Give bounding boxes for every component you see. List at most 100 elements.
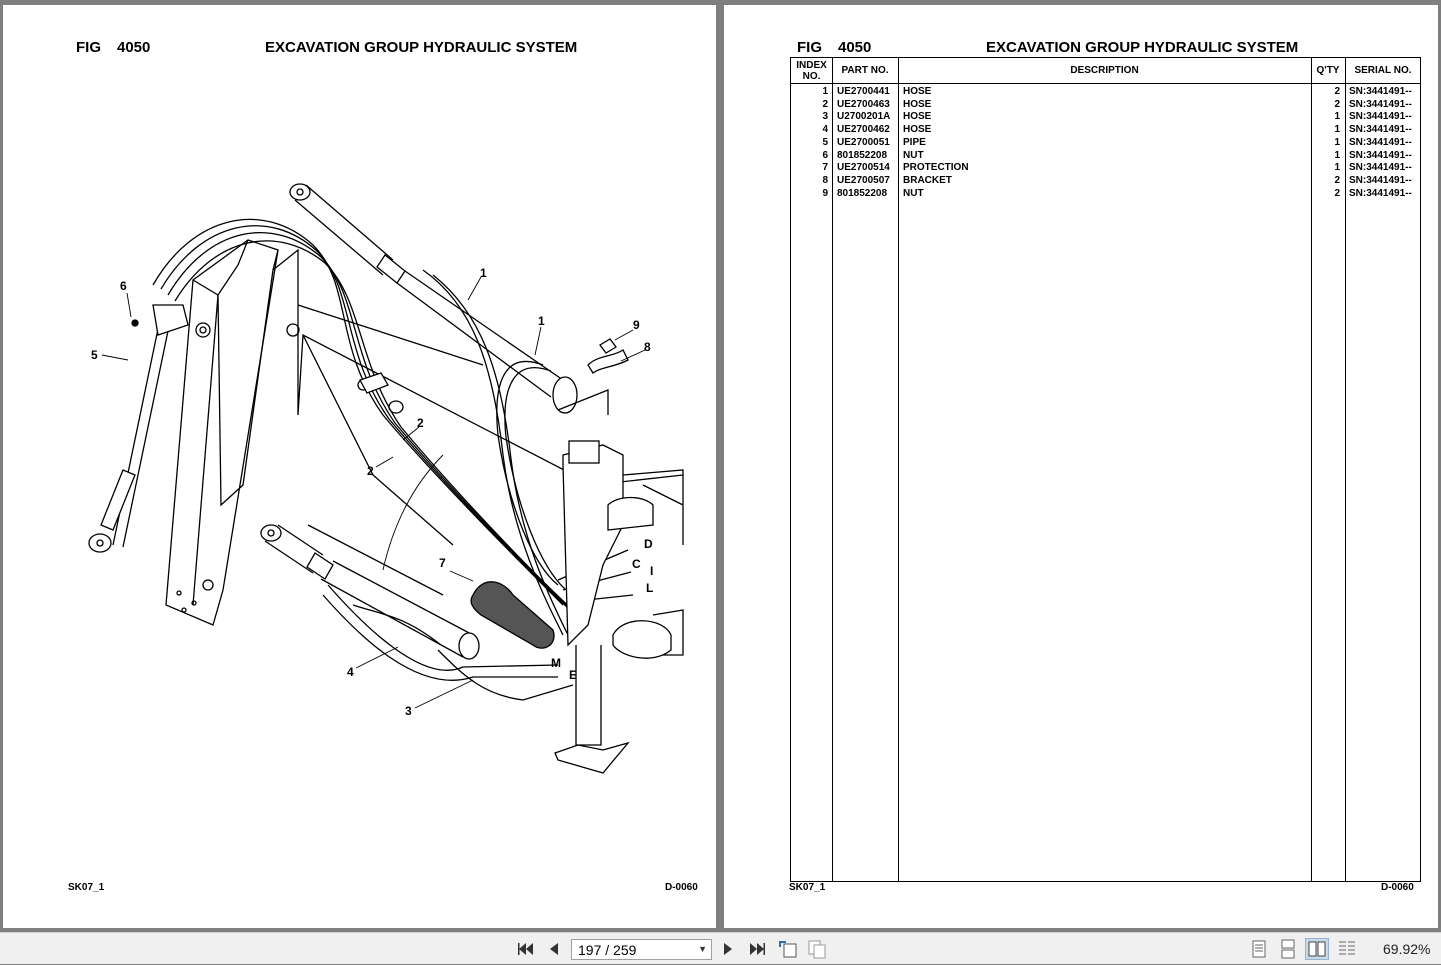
cell-index: 7: [822, 162, 828, 174]
rotate-button[interactable]: [777, 938, 799, 960]
cell-qty: 2: [1334, 86, 1340, 97]
column-divider: [1311, 58, 1312, 881]
facing-continuous-view-icon: [1339, 941, 1355, 955]
header-rule: [791, 83, 1420, 84]
last-page-icon: [750, 943, 765, 955]
port-m: M: [551, 656, 561, 670]
cell-serial: SN:3441491--: [1349, 124, 1412, 136]
facing-view-button[interactable]: [1305, 938, 1329, 960]
column-divider: [898, 58, 899, 881]
cell-qty: 2: [1334, 174, 1340, 186]
footer-sheet-code: SK07_1: [789, 882, 826, 893]
footer-doc-code: D-0060: [1381, 882, 1414, 893]
arm-cylinder: [260, 524, 480, 660]
cell-part: UE2700441: [837, 86, 890, 97]
cell-serial: SN:3441491--: [1349, 162, 1412, 174]
next-page-button[interactable]: [717, 938, 739, 960]
continuous-view-icon: [1281, 939, 1295, 959]
next-page-icon: [724, 943, 732, 955]
fig-number: 4050: [838, 39, 872, 56]
cell-index: 4: [822, 124, 828, 136]
port-e: E: [569, 668, 577, 682]
facing-continuous-view-button[interactable]: [1335, 938, 1359, 960]
page-number-input[interactable]: 197 / 259 ▼: [571, 939, 712, 960]
cell-serial: SN:3441491--: [1349, 111, 1412, 123]
cell-desc: HOSE: [903, 98, 932, 110]
continuous-view-button[interactable]: [1276, 938, 1300, 960]
cell-desc: BRACKET: [903, 174, 952, 186]
page-title: EXCAVATION GROUP HYDRAULIC SYSTEM: [986, 39, 1299, 56]
cell-qty: 1: [1334, 162, 1340, 174]
fig-number: 4050: [117, 39, 151, 56]
page-title: EXCAVATION GROUP HYDRAULIC SYSTEM: [265, 39, 578, 56]
port-d: D: [644, 537, 653, 551]
cell-index: 5: [822, 136, 828, 148]
viewer-toolbar: 197 / 259 ▼ 69.92%: [0, 932, 1441, 964]
single-page-view-button[interactable]: [1247, 938, 1271, 960]
table-row: 4 UE2700462 HOSE 1 SN:3441491--: [791, 123, 1420, 136]
cell-desc: PROTECTION: [903, 162, 969, 174]
valve-block: [554, 440, 684, 774]
cell-index: 2: [822, 98, 828, 110]
pipe-5: [88, 304, 189, 553]
port-i: I: [650, 564, 653, 578]
footer-sheet-code: SK07_1: [68, 882, 105, 893]
zoom-level[interactable]: 69.92%: [1383, 941, 1431, 957]
port-c: C: [632, 557, 641, 571]
cell-serial: SN:3441491--: [1349, 98, 1412, 110]
cell-qty: 1: [1334, 111, 1340, 123]
callout-3: 3: [405, 704, 412, 718]
callout-2b: 2: [367, 464, 374, 478]
cell-part: 801852208: [837, 187, 888, 199]
header-part-no: PART NO.: [841, 65, 889, 76]
callout-4: 4: [347, 665, 354, 679]
callout-1a: 1: [480, 266, 487, 280]
boom-cylinder: [289, 183, 578, 414]
header-serial: SERIAL NO.: [1354, 65, 1412, 76]
first-page-button[interactable]: [515, 938, 537, 960]
hydraulic-system-diagram: 1 1 2 2 3 4 5 6 7 8 9 D C I L M E: [88, 183, 684, 774]
port-l: L: [646, 581, 653, 595]
header-index: INDEX NO.: [791, 58, 832, 83]
previous-page-icon: [550, 943, 558, 955]
footer-doc-code: D-0060: [665, 882, 698, 893]
cell-index: 6: [822, 149, 828, 161]
table-row: 7 UE2700514 PROTECTION 1 SN:3441491--: [791, 161, 1420, 174]
cell-desc: HOSE: [903, 124, 932, 136]
cell-qty: 2: [1334, 98, 1340, 110]
header-description: DESCRIPTION: [1070, 65, 1139, 76]
column-divider: [832, 58, 833, 881]
callout-2a: 2: [417, 416, 424, 430]
page-dropdown-icon[interactable]: ▼: [698, 944, 707, 954]
right-page: FIG 4050 EXCAVATION GROUP HYDRAULIC SYST…: [724, 5, 1438, 928]
cell-part: UE2700514: [837, 162, 890, 174]
left-page: FIG 4050 EXCAVATION GROUP HYDRAULIC SYST…: [3, 5, 716, 928]
cell-serial: SN:3441491--: [1349, 174, 1412, 186]
cell-serial: SN:3441491--: [1349, 136, 1412, 148]
cell-index: 3: [822, 111, 828, 123]
cell-qty: 1: [1334, 124, 1340, 136]
cell-desc: HOSE: [903, 86, 932, 97]
cell-part: U2700201A: [837, 111, 891, 123]
cell-part: UE2700051: [837, 136, 890, 148]
pages-button[interactable]: [806, 938, 828, 960]
rotate-icon: [779, 941, 797, 958]
cell-part: UE2700462: [837, 124, 890, 136]
callout-8: 8: [644, 340, 651, 354]
cell-serial: SN:3441491--: [1349, 86, 1412, 97]
single-page-view-icon: [1252, 940, 1266, 958]
callout-7: 7: [439, 556, 446, 570]
callout-6: 6: [120, 279, 127, 293]
parts-table: INDEX NO. PART NO. DESCRIPTION Q'TY SERI…: [790, 57, 1421, 882]
cell-serial: SN:3441491--: [1349, 149, 1412, 161]
last-page-button[interactable]: [746, 938, 768, 960]
previous-page-button[interactable]: [543, 938, 565, 960]
cell-qty: 1: [1334, 136, 1340, 148]
cell-desc: NUT: [903, 149, 924, 161]
